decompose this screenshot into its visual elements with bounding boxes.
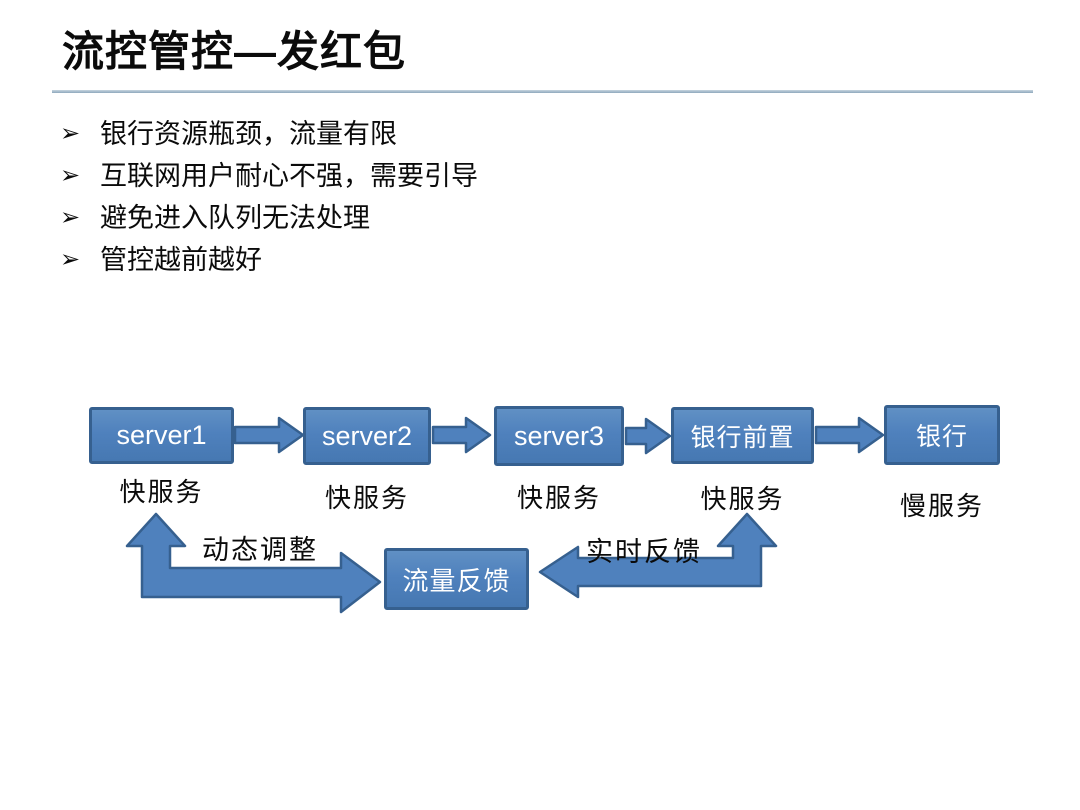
flow-arrow-bankfront-bank xyxy=(814,416,885,454)
title-divider xyxy=(52,90,1033,93)
arrow-bullet-icon: ➢ xyxy=(60,162,81,189)
node-label: 银行前置 xyxy=(690,423,795,452)
node-label: server3 xyxy=(513,420,605,451)
node-label: 流量反馈 xyxy=(402,565,511,596)
feedback-loop-left-arrow xyxy=(125,512,382,614)
flow-arrow-server3-bankfront xyxy=(624,417,672,455)
flow-arrow-server2-server3 xyxy=(431,416,492,454)
arrow-bullet-icon: ➢ xyxy=(60,120,81,147)
node-label: 银行 xyxy=(915,423,968,451)
slide-title: 流控管控—发红包 xyxy=(62,28,407,75)
diagram-node-bank-front: 银行前置 xyxy=(671,407,814,464)
bullet-item: ➢ 避免进入队列无法处理 xyxy=(60,201,478,235)
bullet-item: ➢ 互联网用户耐心不强，需要引导 xyxy=(60,159,478,193)
flow-arrow-server1-server2 xyxy=(233,416,305,454)
diagram-node-server2: server2 xyxy=(303,407,431,465)
dynamic-adjust-label: 动态调整 xyxy=(202,535,318,565)
diagram-node-traffic-feedback: 流量反馈 xyxy=(384,548,529,610)
bullet-text: 管控越前越好 xyxy=(100,245,262,275)
bullet-text: 互联网用户耐心不强，需要引导 xyxy=(100,161,478,191)
node-speed-label: 快服务 xyxy=(700,484,785,514)
bullet-item: 管控越前越好 ➢ 管控越前越好 xyxy=(60,243,478,277)
node-speed-label: 快服务 xyxy=(324,483,409,513)
feedback-loop-right-arrow xyxy=(538,512,778,599)
bullet-list: ➢ 银行资源瓶颈，流量有限 ➢ 互联网用户耐心不强，需要引导 ➢ 避免进入队列无… xyxy=(60,117,478,285)
node-speed-label: 快服务 xyxy=(119,477,204,507)
diagram-node-bank: 银行 xyxy=(884,405,1000,465)
node-label: server1 xyxy=(116,420,207,450)
diagram-node-server1: server1 xyxy=(89,407,234,464)
realtime-feedback-label: 实时反馈 xyxy=(586,537,702,567)
diagram-node-server3: server3 xyxy=(494,406,624,466)
arrow-bullet-icon: ➢ xyxy=(60,204,81,231)
bullet-text: 银行资源瓶颈，流量有限 xyxy=(100,119,397,149)
bullet-text: 避免进入队列无法处理 xyxy=(100,203,370,233)
node-speed-label: 快服务 xyxy=(516,483,601,513)
node-label: server2 xyxy=(321,420,413,451)
arrow-bullet-icon: ➢ xyxy=(60,246,81,273)
node-speed-label: 慢服务 xyxy=(899,491,984,521)
bullet-item: ➢ 银行资源瓶颈，流量有限 xyxy=(60,117,478,151)
